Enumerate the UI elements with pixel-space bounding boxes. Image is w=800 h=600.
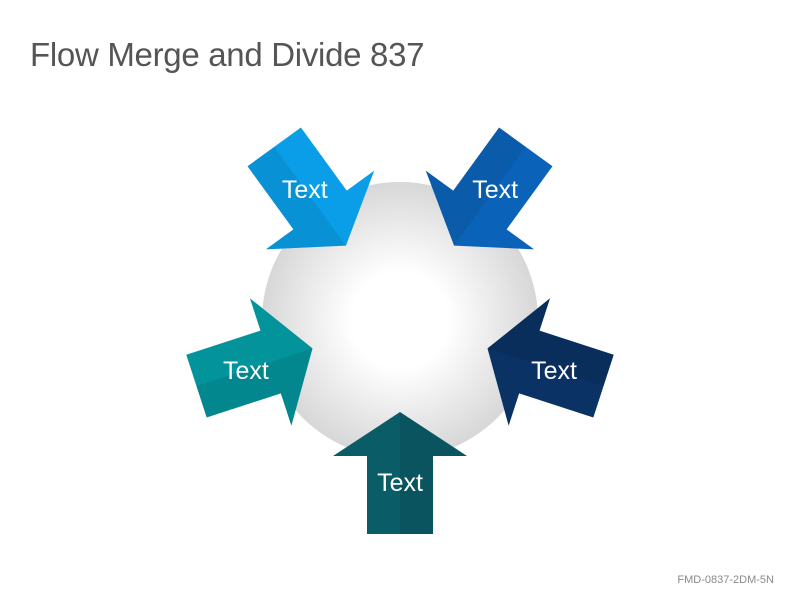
arrow-shade: [425, 127, 526, 246]
arrow-body: [487, 298, 614, 426]
arrow-shape-5: [186, 298, 313, 426]
arrow-body: [333, 412, 467, 534]
arrow-label-1: Text: [282, 176, 328, 204]
center-circle: [262, 182, 538, 458]
arrow-shape-1: [247, 127, 375, 250]
arrow-label-4: Text: [377, 469, 423, 497]
arrow-body: [186, 298, 313, 426]
slide-title: Flow Merge and Divide 837: [30, 36, 425, 73]
arrow-label-5: Text: [223, 357, 269, 385]
arrow-shape-3: [487, 298, 614, 426]
arrow-shade: [247, 146, 346, 250]
arrow-shade: [400, 412, 467, 534]
arrow-shade: [196, 348, 313, 426]
arrow-label-3: Text: [531, 357, 577, 385]
arrow-shape-2: [425, 127, 553, 250]
footer-code: FMD-0837-2DM-5N: [677, 574, 774, 586]
arrow-shape-4: [333, 412, 467, 534]
arrow-body: [425, 127, 553, 250]
arrow-shade: [487, 298, 614, 387]
arrow-body: [247, 127, 375, 250]
arrow-label-2: Text: [472, 176, 518, 204]
